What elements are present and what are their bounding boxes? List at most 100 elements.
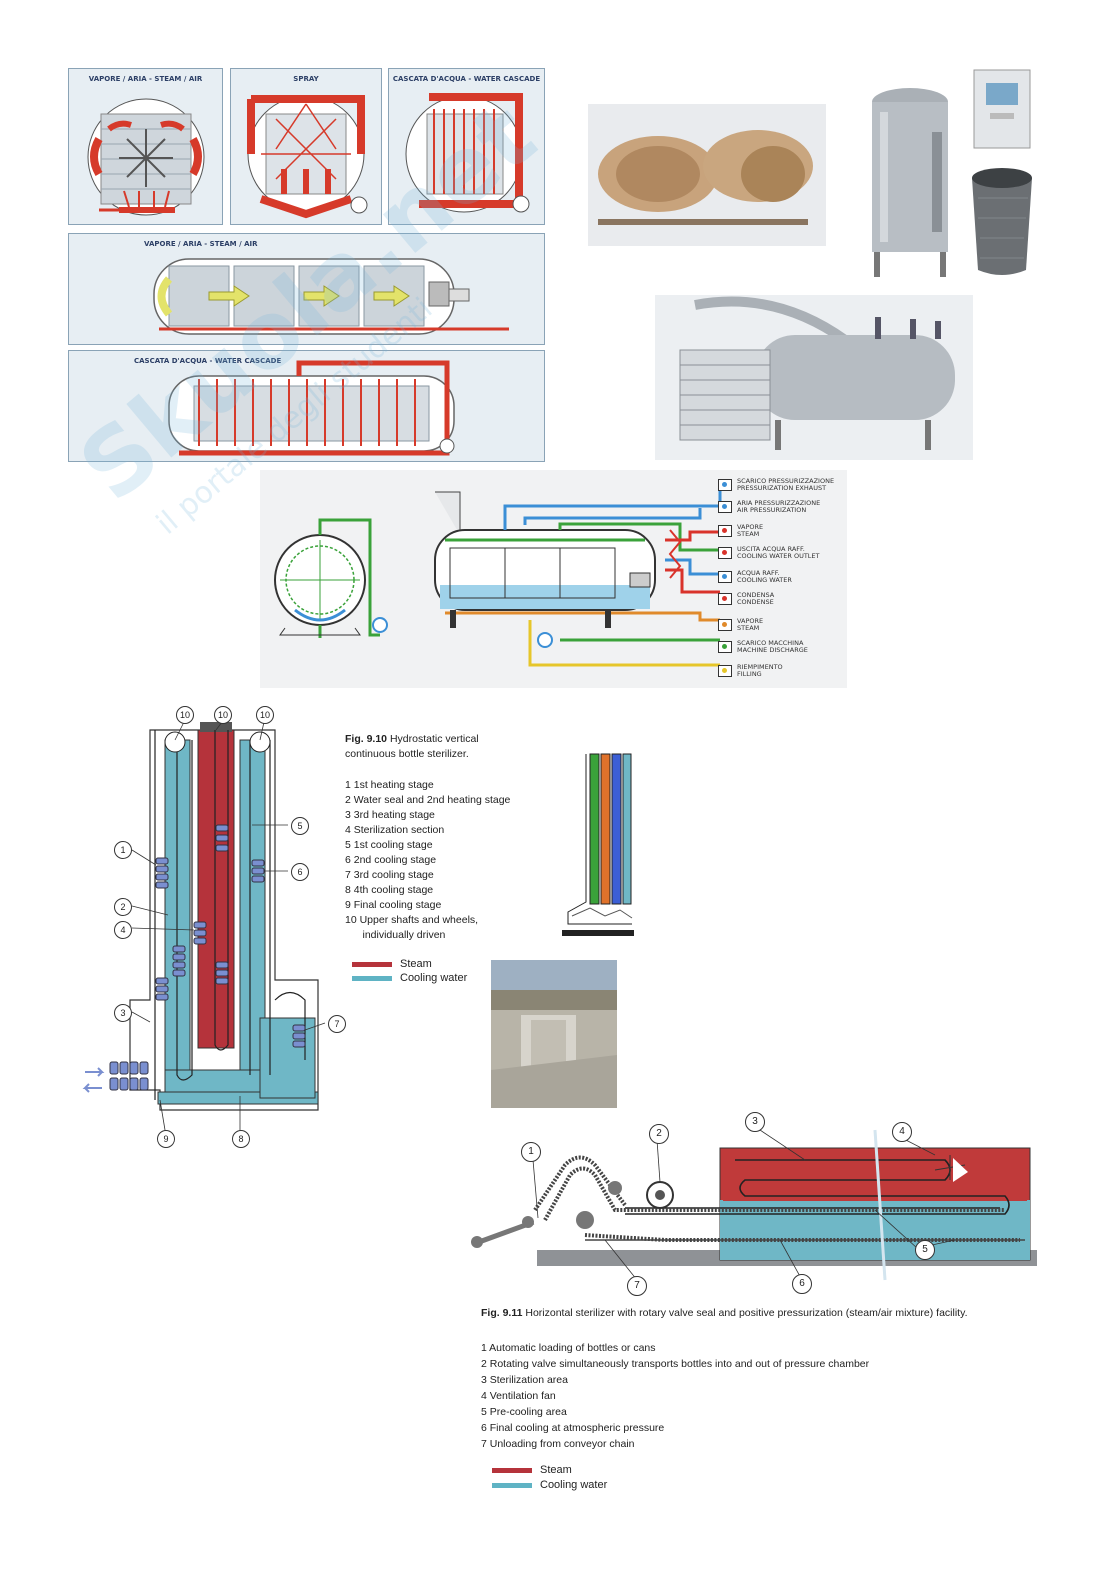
list-item: 6 Final cooling at atmospheric pressure — [481, 1422, 665, 1434]
horizontal-sterilizer-drawing — [471, 1127, 1037, 1281]
panel-horizontal-cascade: CASCATA D'ACQUA - WATER CASCADE — [68, 350, 545, 462]
list-item: 3 3rd heating stage — [345, 809, 435, 821]
retort-photo-twin — [588, 104, 826, 246]
valve-label-it: VAPORE — [737, 523, 764, 531]
legend-cooling-label: Cooling water — [400, 972, 468, 984]
twin-retort-illustration — [588, 104, 826, 246]
column-drawing — [562, 753, 634, 936]
valve-icon — [718, 525, 732, 537]
control-panel-illustration — [973, 69, 1031, 149]
marker: 9 — [157, 1130, 175, 1148]
valve-label-en: CONDENSE — [737, 598, 774, 606]
fig910-title: Fig. 9.10 — [345, 733, 388, 745]
marker: 5 — [915, 1240, 935, 1260]
list-item: 4 Ventilation fan — [481, 1390, 556, 1402]
list-item: 7 3rd cooling stage — [345, 869, 434, 881]
control-panel-photo — [972, 68, 1032, 150]
panel-title: SPRAY — [293, 75, 319, 83]
fig911-list: 1 Automatic loading of bottles or cans 2… — [481, 1340, 981, 1452]
schematic-drawing — [274, 490, 722, 667]
list-item: 2 Water seal and 2nd heating stage — [345, 794, 511, 806]
panel-title: CASCATA D'ACQUA - WATER CASCADE — [392, 75, 541, 83]
marker: 1 — [521, 1142, 541, 1162]
valve-label-it: RIEMPIMENTO — [737, 663, 783, 671]
list-item: 2 Rotating valve simultaneously transpor… — [481, 1358, 870, 1370]
marker: 4 — [892, 1122, 912, 1142]
fig910-caption: Fig. 9.10 Hydrostatic vertical continuou… — [345, 732, 565, 762]
cooling-swatch — [352, 975, 392, 981]
marker: 3 — [745, 1112, 765, 1132]
valve-label-it: SCARICO MACCHINA — [737, 639, 804, 647]
retort-diagrams: VAPORE / ARIA - STEAM / AIR SPRAY — [68, 68, 545, 462]
cascade-diagram — [405, 93, 530, 213]
hydrostatic-drawing — [82, 721, 326, 1131]
marker: 6 — [291, 863, 309, 881]
fig911-title-rest: Horizontal sterilizer with rotary valve … — [525, 1307, 968, 1319]
marker: 1 — [114, 841, 132, 859]
horizontal-sterilizer-diagram: 1 2 3 4 5 6 7 — [465, 1110, 1045, 1300]
list-item: individually driven — [345, 929, 446, 941]
marker: 10 — [214, 706, 232, 724]
retort-photo-vertical — [860, 72, 960, 280]
fig911-caption: Fig. 9.11 Horizontal sterilizer with rot… — [481, 1306, 1051, 1321]
valve-legend-row: ACQUA RAFF.COOLING WATER — [718, 570, 792, 584]
fig911-title: Fig. 9.11 — [481, 1307, 523, 1319]
marker: 8 — [232, 1130, 250, 1148]
vertical-retort-illustration — [860, 72, 960, 280]
valve-label-en: MACHINE DISCHARGE — [737, 646, 808, 654]
basket-illustration — [972, 168, 1032, 275]
valve-label-it: SCARICO PRESSURIZZAZIONE — [737, 477, 835, 485]
legend-steam: Steam — [352, 958, 467, 970]
valve-label-it: VAPORE — [737, 617, 764, 625]
fig910-list: 1 1st heating stage 2 Water seal and 2nd… — [345, 778, 545, 943]
list-item: 4 Sterilization section — [345, 824, 445, 836]
list-item: 3 Sterilization area — [481, 1374, 568, 1386]
panel-steam-air: VAPORE / ARIA - STEAM / AIR — [68, 68, 223, 225]
legend-cooling: Cooling water — [492, 1479, 607, 1491]
list-item: 10 Upper shafts and wheels, — [345, 914, 479, 926]
list-item: 1 1st heating stage — [345, 779, 434, 791]
steam-air-diagram — [87, 98, 205, 216]
valve-label-en: STEAM — [737, 624, 760, 632]
valve-label-it: CONDENSA — [737, 591, 775, 599]
horizontal-retort-illustration — [655, 295, 973, 460]
panel-horizontal-steam: VAPORE / ARIA - STEAM / AIR — [68, 233, 545, 345]
column-diagram — [560, 752, 635, 940]
list-item: 8 4th cooling stage — [345, 884, 434, 896]
horizontal-steam-diagram — [153, 258, 509, 335]
valve-icon — [718, 571, 732, 583]
valve-icon — [718, 665, 732, 677]
factory-illustration — [491, 960, 617, 1108]
panel-title: VAPORE / ARIA - STEAM / AIR — [88, 75, 203, 83]
valve-label-it: ARIA PRESSURIZZAZIONE — [737, 499, 821, 507]
marker: 2 — [114, 898, 132, 916]
panel-title: CASCATA D'ACQUA - WATER CASCADE — [134, 357, 282, 365]
marker: 3 — [114, 1004, 132, 1022]
spray-diagram — [247, 95, 368, 219]
list-item: 6 2nd cooling stage — [345, 854, 437, 866]
fig910-legend: Steam Cooling water — [352, 958, 467, 984]
valve-label-en: AIR PRESSURIZATION — [737, 506, 807, 514]
valve-label-it: USCITA ACQUA RAFF. — [737, 545, 805, 553]
legend-cooling-label: Cooling water — [540, 1479, 608, 1491]
valve-icon — [718, 479, 732, 491]
list-item: 9 Final cooling stage — [345, 899, 442, 911]
valve-icon — [718, 619, 732, 631]
legend-steam-label: Steam — [400, 958, 432, 970]
valve-icon — [718, 641, 732, 653]
retort-photo-horizontal — [655, 295, 973, 460]
fig911-legend: Steam Cooling water — [492, 1464, 607, 1491]
horizontal-cascade-diagram — [168, 360, 455, 456]
steam-swatch — [352, 961, 392, 967]
valve-icon — [718, 501, 732, 513]
hydrostatic-diagram: 10 10 10 1 2 3 4 5 6 7 8 9 — [80, 700, 346, 1150]
valve-icon — [718, 547, 732, 559]
marker: 4 — [114, 921, 132, 939]
valve-label-en: PRESSURIZATION EXHAUST — [737, 484, 827, 492]
